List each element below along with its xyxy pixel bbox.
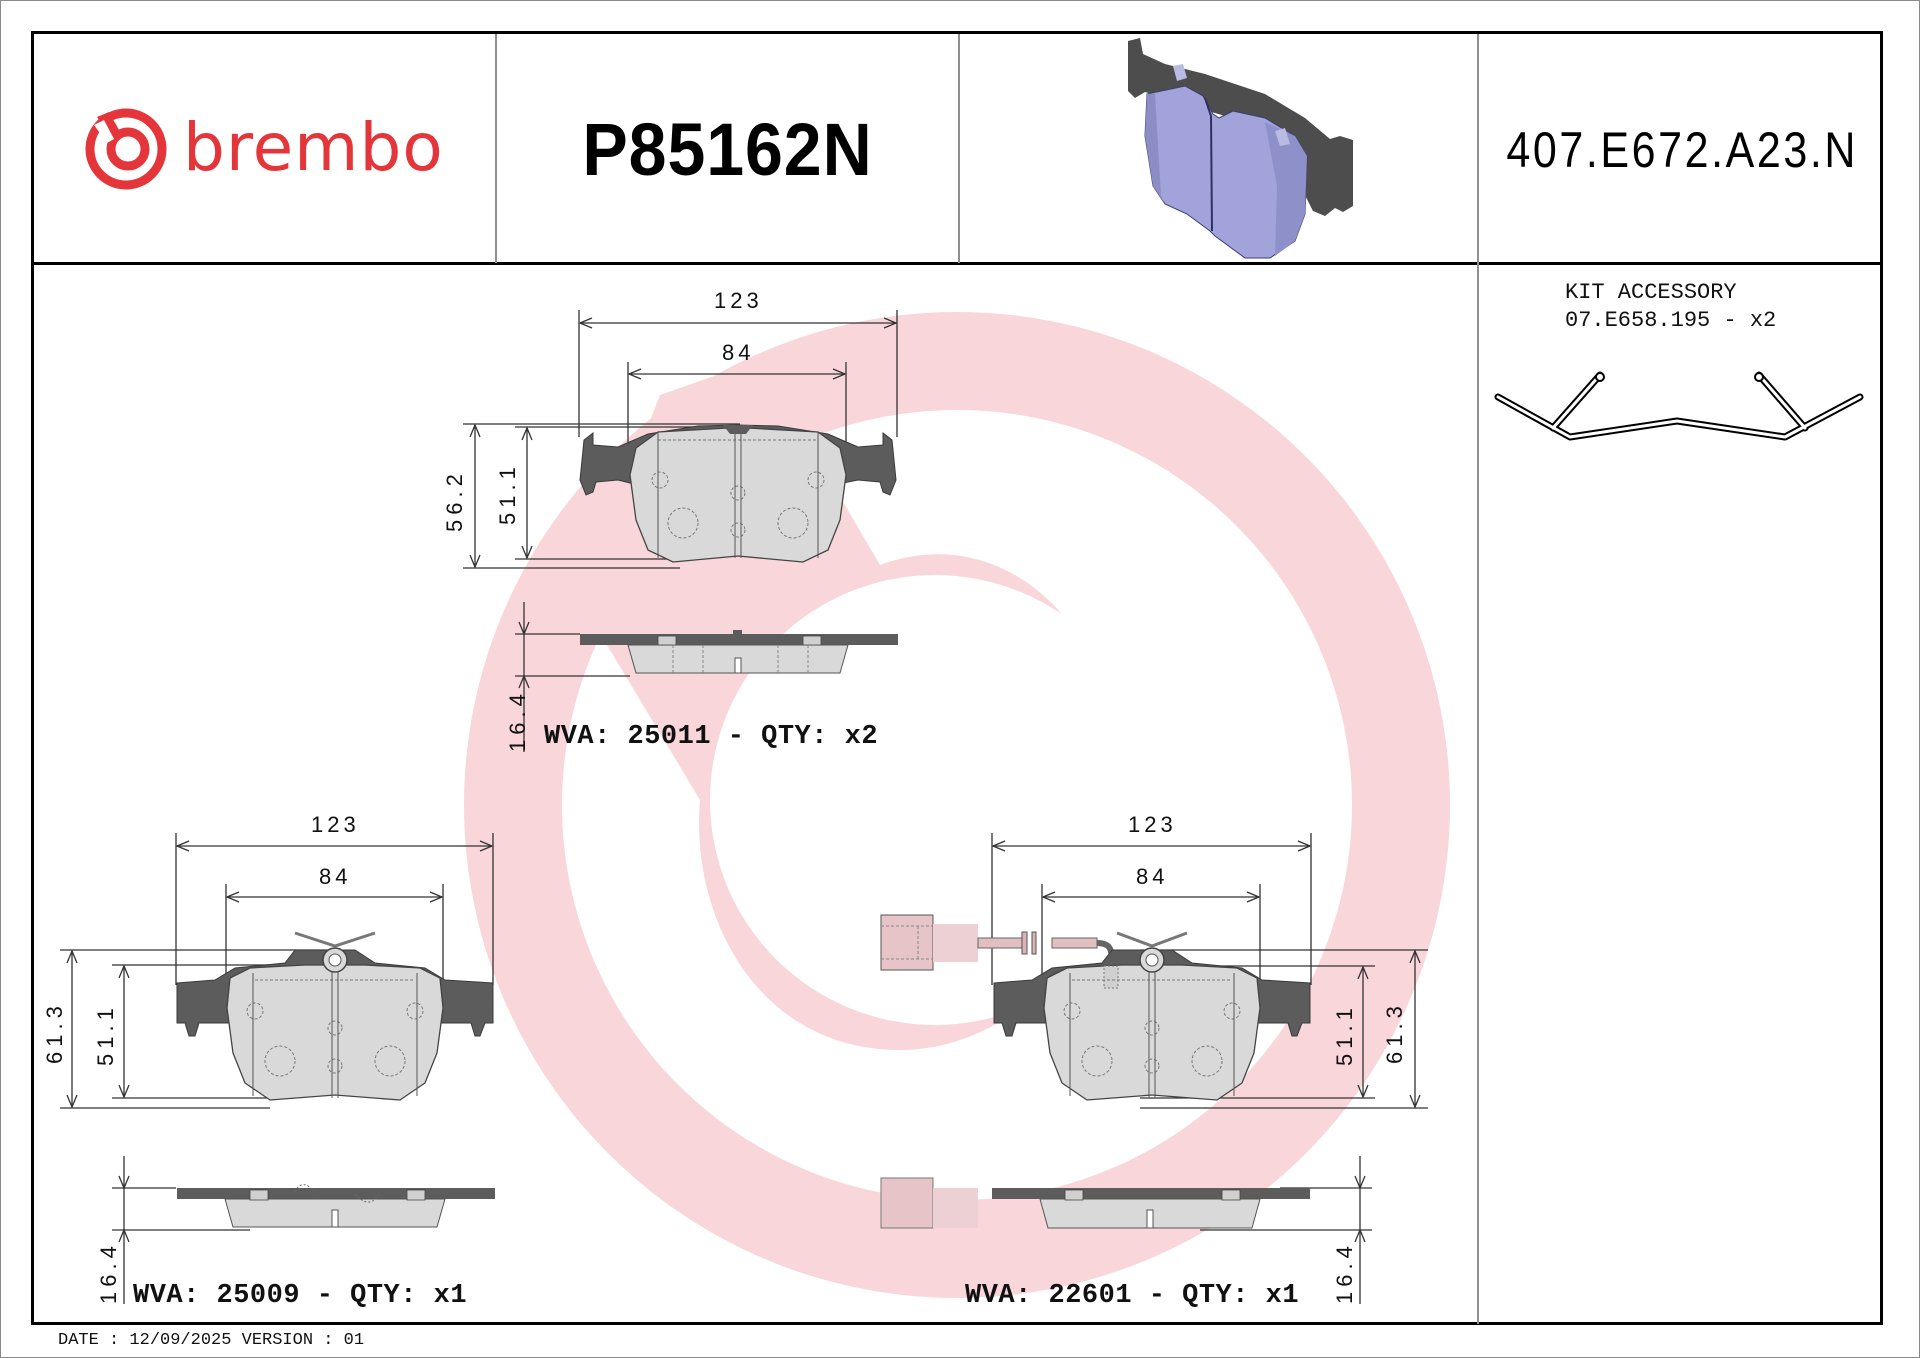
dim-width-pad: 84 xyxy=(319,864,352,889)
part-number: P85162N xyxy=(582,108,873,191)
dim-height-total: 61.3 xyxy=(1382,1001,1407,1064)
kit-accessory-code: 07.E658.195 - x2 xyxy=(1565,308,1777,333)
pad-front-view xyxy=(579,424,897,563)
wva-label: WVA: 25011 - QTY: x2 xyxy=(544,722,879,752)
brand-name: brembo xyxy=(183,109,444,186)
header-divider xyxy=(31,262,1883,265)
wva-label: WVA: 22601 - QTY: x1 xyxy=(965,1281,1300,1311)
header-col-divider-2 xyxy=(958,34,960,263)
dim-width-pad: 84 xyxy=(722,340,755,365)
wear-sensor-connector-icon xyxy=(880,914,1115,971)
anti-rattle-spring-icon xyxy=(1494,371,1864,441)
footer-date-version: DATE : 12/09/2025 VERSION : 01 xyxy=(58,1331,365,1350)
brembo-logo-icon xyxy=(85,108,167,190)
dim-width-total: 123 xyxy=(714,288,763,313)
header-col-divider-1 xyxy=(495,34,497,263)
kit-accessory-title: KIT ACCESSORY xyxy=(1565,280,1737,305)
wva-label: WVA: 25009 - QTY: x1 xyxy=(133,1281,468,1311)
pad-side-view xyxy=(177,1184,495,1228)
pad-side-view xyxy=(580,630,898,674)
pad-front-view xyxy=(176,931,494,1101)
brand-logo xyxy=(80,100,460,195)
pad-side-view xyxy=(880,1177,1310,1229)
dim-width-pad: 84 xyxy=(1136,864,1169,889)
dim-width-total: 123 xyxy=(311,812,360,837)
right-panel-divider xyxy=(1477,34,1479,1324)
brake-pad-render-image xyxy=(1128,38,1353,259)
drawing-frame xyxy=(31,31,1883,1325)
dim-height-pad: 51.1 xyxy=(1332,1003,1357,1066)
catalog-code: 407.E672.A23.N xyxy=(1506,122,1859,178)
dim-width-total: 123 xyxy=(1128,812,1177,837)
dim-thickness: 16.4 xyxy=(1332,1241,1357,1304)
pad-front-view xyxy=(993,931,1311,1101)
